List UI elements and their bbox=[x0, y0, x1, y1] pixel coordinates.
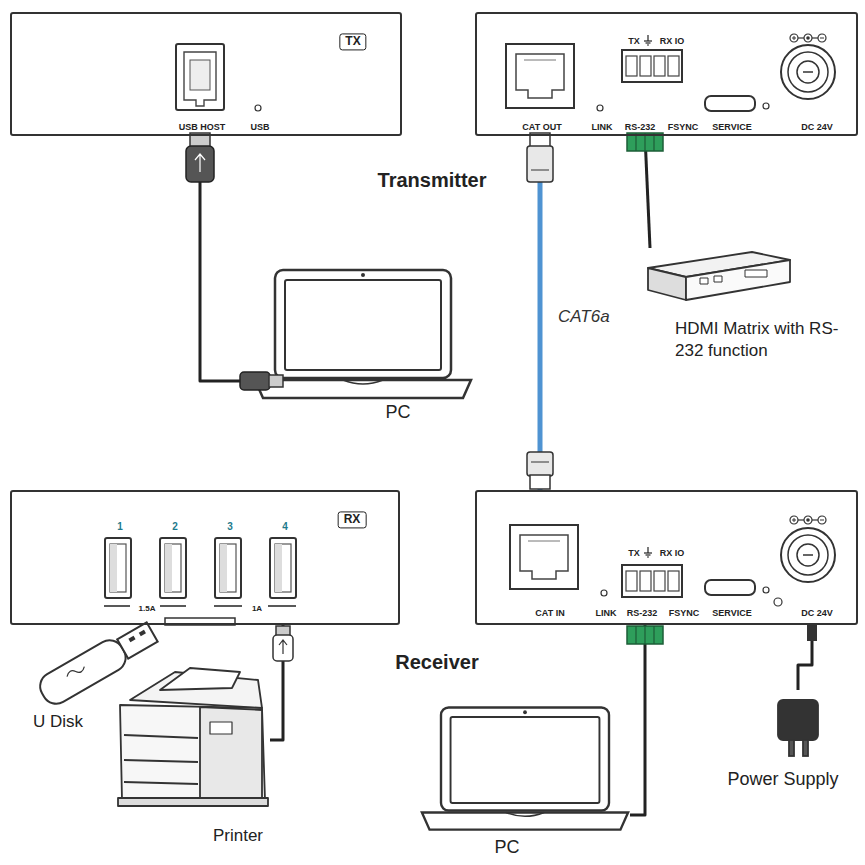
unit-badge: TX bbox=[339, 33, 366, 50]
device: U Disk bbox=[20, 628, 170, 736]
cable bbox=[630, 625, 645, 815]
port-label: TX bbox=[628, 37, 640, 47]
cable-label: CAT6a bbox=[556, 308, 612, 327]
port-label: CAT OUT bbox=[522, 123, 561, 133]
usb-c-port bbox=[705, 580, 755, 595]
device-panel: CAT OUT LINK TX RX IO RS-232 FSYNC SERVICE DC 2… bbox=[475, 12, 858, 136]
port-label: SERVICE bbox=[712, 609, 751, 619]
device-label: Power Supply bbox=[727, 770, 838, 790]
usb-plug bbox=[273, 626, 293, 661]
usb-a-port bbox=[160, 538, 186, 598]
port-label: FSYNC bbox=[668, 123, 699, 133]
device-panel: CAT IN LINK TX RX IO RS-232 FSYNC SERVICE DC 24… bbox=[475, 490, 858, 625]
led bbox=[601, 590, 607, 596]
port-label: RX IO bbox=[660, 37, 685, 47]
port-label: 1A bbox=[252, 605, 262, 614]
device-label: HDMI Matrix with RS-232 function bbox=[675, 318, 860, 362]
unit-badge: RX bbox=[338, 511, 367, 528]
unit-title: Receiver bbox=[395, 651, 478, 673]
dc-plug bbox=[807, 625, 817, 641]
port-label: CAT IN bbox=[535, 609, 564, 619]
device-label: U Disk bbox=[33, 713, 83, 732]
cable bbox=[538, 136, 543, 490]
device: Printer bbox=[110, 660, 270, 850]
port-label: SERVICE bbox=[712, 123, 751, 133]
device-label: PC bbox=[494, 838, 519, 858]
device-panel: TX USB HOST USB bbox=[10, 12, 402, 136]
unit-title: Transmitter bbox=[378, 169, 487, 191]
terminal-block bbox=[622, 50, 682, 82]
usb-a-port bbox=[215, 538, 241, 598]
terminal-plug bbox=[627, 626, 663, 644]
bracket bbox=[104, 605, 296, 607]
port-number: 2 bbox=[172, 521, 178, 532]
usb-plug bbox=[240, 372, 283, 390]
device-label: Printer bbox=[213, 827, 263, 846]
led bbox=[597, 105, 603, 111]
ground-symbol bbox=[644, 547, 652, 557]
port-label: LINK bbox=[596, 609, 617, 619]
device-label: PC bbox=[385, 403, 410, 423]
usb-a-port bbox=[105, 538, 131, 598]
polarity-symbol bbox=[790, 34, 826, 42]
device: PC bbox=[418, 703, 630, 861]
cable bbox=[645, 136, 650, 248]
port-label: FSYNC bbox=[669, 609, 700, 619]
dc-jack bbox=[781, 45, 835, 99]
usb-a-port bbox=[270, 538, 296, 598]
port-label: LINK bbox=[592, 123, 613, 133]
device: PC bbox=[250, 265, 475, 426]
hdmi-matrix bbox=[648, 252, 790, 300]
rj45-port bbox=[510, 525, 578, 589]
polarity-symbol bbox=[790, 516, 826, 524]
laptop bbox=[255, 270, 471, 398]
printer bbox=[118, 668, 268, 806]
terminal-block bbox=[622, 565, 682, 597]
port-number: 3 bbox=[227, 521, 233, 532]
port-label: USB HOST bbox=[179, 123, 226, 133]
port-number: 4 bbox=[282, 521, 288, 532]
port-label: TX bbox=[628, 549, 640, 559]
power-adapter bbox=[778, 700, 818, 756]
led bbox=[763, 587, 769, 593]
ground-symbol bbox=[644, 35, 652, 45]
rj45-plug bbox=[527, 452, 553, 489]
button bbox=[774, 598, 782, 606]
device: HDMI Matrix with RS-232 function bbox=[636, 248, 863, 373]
port-label: USB bbox=[250, 123, 269, 133]
port-label: DC 24V bbox=[801, 123, 833, 133]
port-label: RS-232 bbox=[627, 609, 658, 619]
port-label: DC 24V bbox=[801, 609, 833, 619]
usb-b-port bbox=[176, 44, 261, 111]
led bbox=[763, 103, 769, 109]
usb-plug bbox=[186, 133, 214, 182]
rj45-port bbox=[506, 44, 574, 108]
port-label: RX IO bbox=[660, 549, 685, 559]
dc-jack bbox=[781, 528, 835, 582]
port-label: 1.5A bbox=[139, 605, 156, 614]
device: Power Supply bbox=[715, 690, 860, 795]
usb-c-port bbox=[705, 96, 755, 111]
laptop bbox=[422, 707, 628, 829]
rj45-plug bbox=[527, 133, 553, 182]
device-panel: RX 1 2 3 4 1.5A 1A bbox=[10, 490, 400, 625]
port-number: 1 bbox=[117, 521, 123, 532]
port-label: RS-232 bbox=[625, 123, 656, 133]
